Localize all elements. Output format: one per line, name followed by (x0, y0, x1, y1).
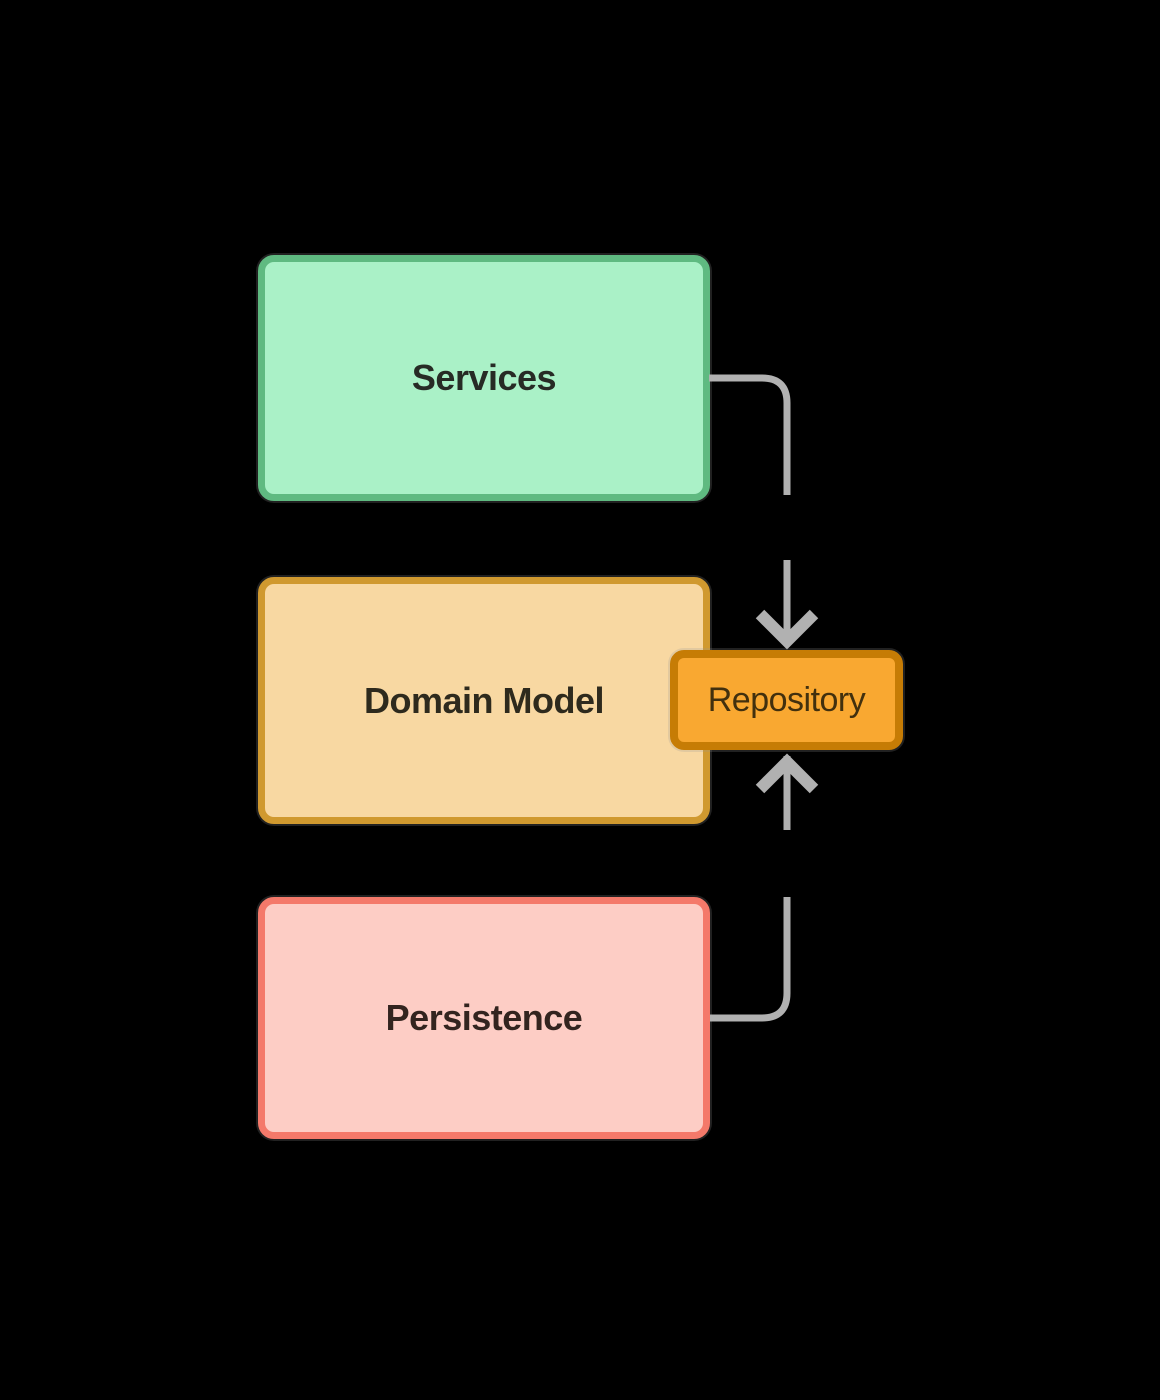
arrowhead-up-icon (755, 753, 819, 794)
arrowhead-down-icon (755, 609, 819, 650)
edge-persistence-segment-lower (710, 897, 791, 1022)
edge-persistence-to-repository (710, 753, 819, 1022)
node-services: Services (258, 255, 710, 501)
node-domain-model-label: Domain Model (363, 679, 605, 721)
node-repository: Repository (670, 650, 903, 750)
node-domain-model: Domain Model (258, 577, 710, 824)
edge-services-segment-upper (709, 374, 791, 495)
node-repository-label: Repository (707, 680, 866, 719)
edge-services-to-repository (709, 374, 819, 650)
node-services-label: Services (411, 357, 557, 398)
node-persistence-label: Persistence (385, 997, 583, 1038)
node-persistence: Persistence (258, 897, 710, 1139)
